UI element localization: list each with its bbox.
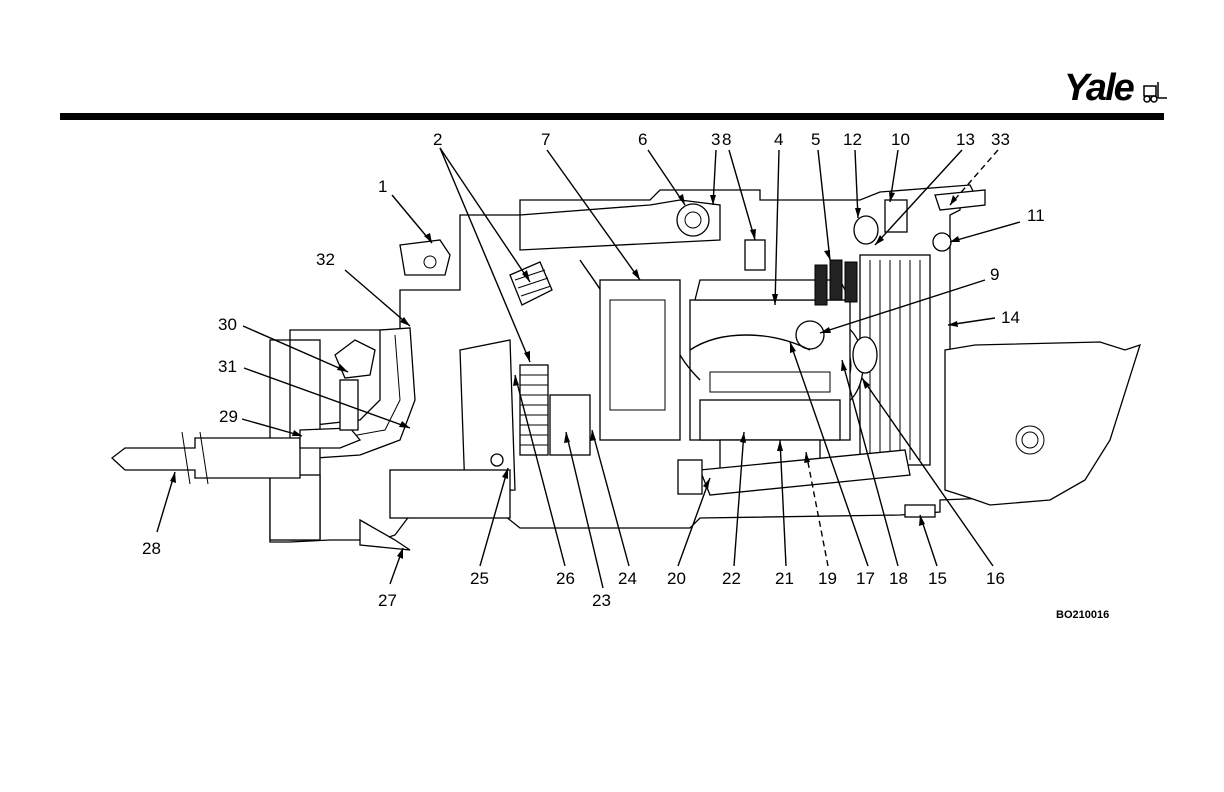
callout-13: 13 xyxy=(956,130,975,149)
callout-28: 28 xyxy=(142,539,161,558)
callout-4: 4 xyxy=(774,130,783,149)
callout-1: 1 xyxy=(378,177,387,196)
callout-21: 21 xyxy=(775,569,794,588)
callout-26: 26 xyxy=(556,569,575,588)
callout-3: 3 xyxy=(711,130,720,149)
callout-30: 30 xyxy=(218,315,237,334)
callout-6: 6 xyxy=(638,130,647,149)
callout-25: 25 xyxy=(470,569,489,588)
engine-drawing xyxy=(112,185,1140,550)
callout-7: 7 xyxy=(541,130,550,149)
callout-20: 20 xyxy=(667,569,686,588)
callout-11: 11 xyxy=(1027,206,1045,225)
callout-9: 9 xyxy=(990,265,999,284)
callout-32: 32 xyxy=(316,250,335,269)
callout-15: 15 xyxy=(928,569,947,588)
callout-33: 33 xyxy=(991,130,1010,149)
callout-18: 18 xyxy=(889,569,908,588)
callout-22: 22 xyxy=(722,569,741,588)
callout-5: 5 xyxy=(811,130,820,149)
callout-19: 19 xyxy=(818,569,837,588)
callout-24: 24 xyxy=(618,569,637,588)
callout-23: 23 xyxy=(592,591,611,610)
callout-31: 31 xyxy=(218,357,237,376)
callout-2: 2 xyxy=(433,130,442,149)
callout-12: 12 xyxy=(843,130,862,149)
callout-27: 27 xyxy=(378,591,397,610)
callout-29: 29 xyxy=(219,407,238,426)
figure-id: BO210016 xyxy=(1056,609,1109,621)
callout-16: 16 xyxy=(986,569,1005,588)
callout-8: 8 xyxy=(722,130,731,149)
callout-17: 17 xyxy=(856,569,875,588)
callout-10: 10 xyxy=(891,130,910,149)
callout-14: 14 xyxy=(1001,308,1020,327)
